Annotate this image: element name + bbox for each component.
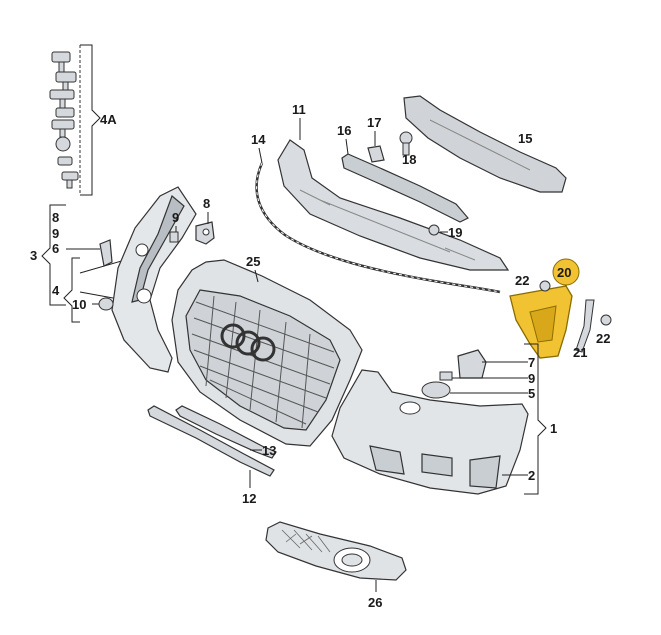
callout-1: 1 <box>550 421 557 436</box>
callout-9-right: 9 <box>528 371 535 386</box>
part-screw-22-right: 22 <box>596 314 612 346</box>
callout-13: 13 <box>262 443 276 458</box>
part-screw-19: 19 <box>428 224 462 240</box>
callout-15: 15 <box>518 131 532 146</box>
part-molding-13: 13 <box>175 405 277 459</box>
callout-20-badge: 20 <box>552 258 580 286</box>
callout-6: 6 <box>52 241 59 256</box>
callout-18: 18 <box>402 152 416 167</box>
part-absorber-15: 15 <box>403 95 567 193</box>
part-guide-21: 21 <box>573 299 595 360</box>
callout-20: 20 <box>557 265 571 280</box>
callout-9-left: 9 <box>52 226 59 241</box>
callout-21: 21 <box>573 345 587 360</box>
group-1-bracket: 1 <box>524 343 557 495</box>
callout-16: 16 <box>337 123 351 138</box>
part-bracket-20 <box>509 272 573 359</box>
part-bolt-18: 18 <box>399 131 416 167</box>
callout-17: 17 <box>367 115 381 130</box>
callout-25: 25 <box>246 254 260 269</box>
part-cap-10: 10 <box>72 297 114 312</box>
part-carrier-11: 11 <box>277 102 510 271</box>
callout-4: 4 <box>52 283 60 298</box>
callout-9-top: 9 <box>172 210 179 225</box>
callout-7: 7 <box>528 355 535 370</box>
callout-22-top: 22 <box>515 273 529 288</box>
callout-8-top: 8 <box>203 196 210 211</box>
part-upper-strip-16: 16 <box>337 123 469 223</box>
part-screw-22-top: 22 <box>515 273 551 292</box>
callout-10: 10 <box>72 297 86 312</box>
part-clip-6 <box>99 239 113 267</box>
callout-22-right: 22 <box>596 331 610 346</box>
part-grille-25: 25 <box>171 254 363 447</box>
callout-4a: 4A <box>100 112 117 127</box>
callout-2: 2 <box>528 468 535 483</box>
part-fog-grille-26: 26 <box>265 521 407 610</box>
part-clip-17: 17 <box>367 115 385 163</box>
callout-3: 3 <box>30 248 37 263</box>
part-cover-5: 5 <box>421 381 535 401</box>
callout-11: 11 <box>292 102 306 117</box>
part-bracket-8: 8 <box>195 196 215 245</box>
fastener-group-4a: 4A <box>49 44 117 196</box>
part-seal-strip-14: 14 <box>251 132 501 294</box>
callout-26: 26 <box>368 595 382 610</box>
part-bumper-cover-2: 2 <box>331 369 535 495</box>
callout-14: 14 <box>251 132 266 147</box>
callout-5: 5 <box>528 386 535 401</box>
callout-8-left: 8 <box>52 210 59 225</box>
callout-19: 19 <box>448 225 462 240</box>
part-molding-12: 12 <box>147 405 275 506</box>
part-clip-9-right: 9 <box>439 371 535 386</box>
part-bracket-7: 7 <box>457 349 535 379</box>
callout-12: 12 <box>242 491 256 506</box>
part-clip-9: 9 <box>169 210 179 243</box>
